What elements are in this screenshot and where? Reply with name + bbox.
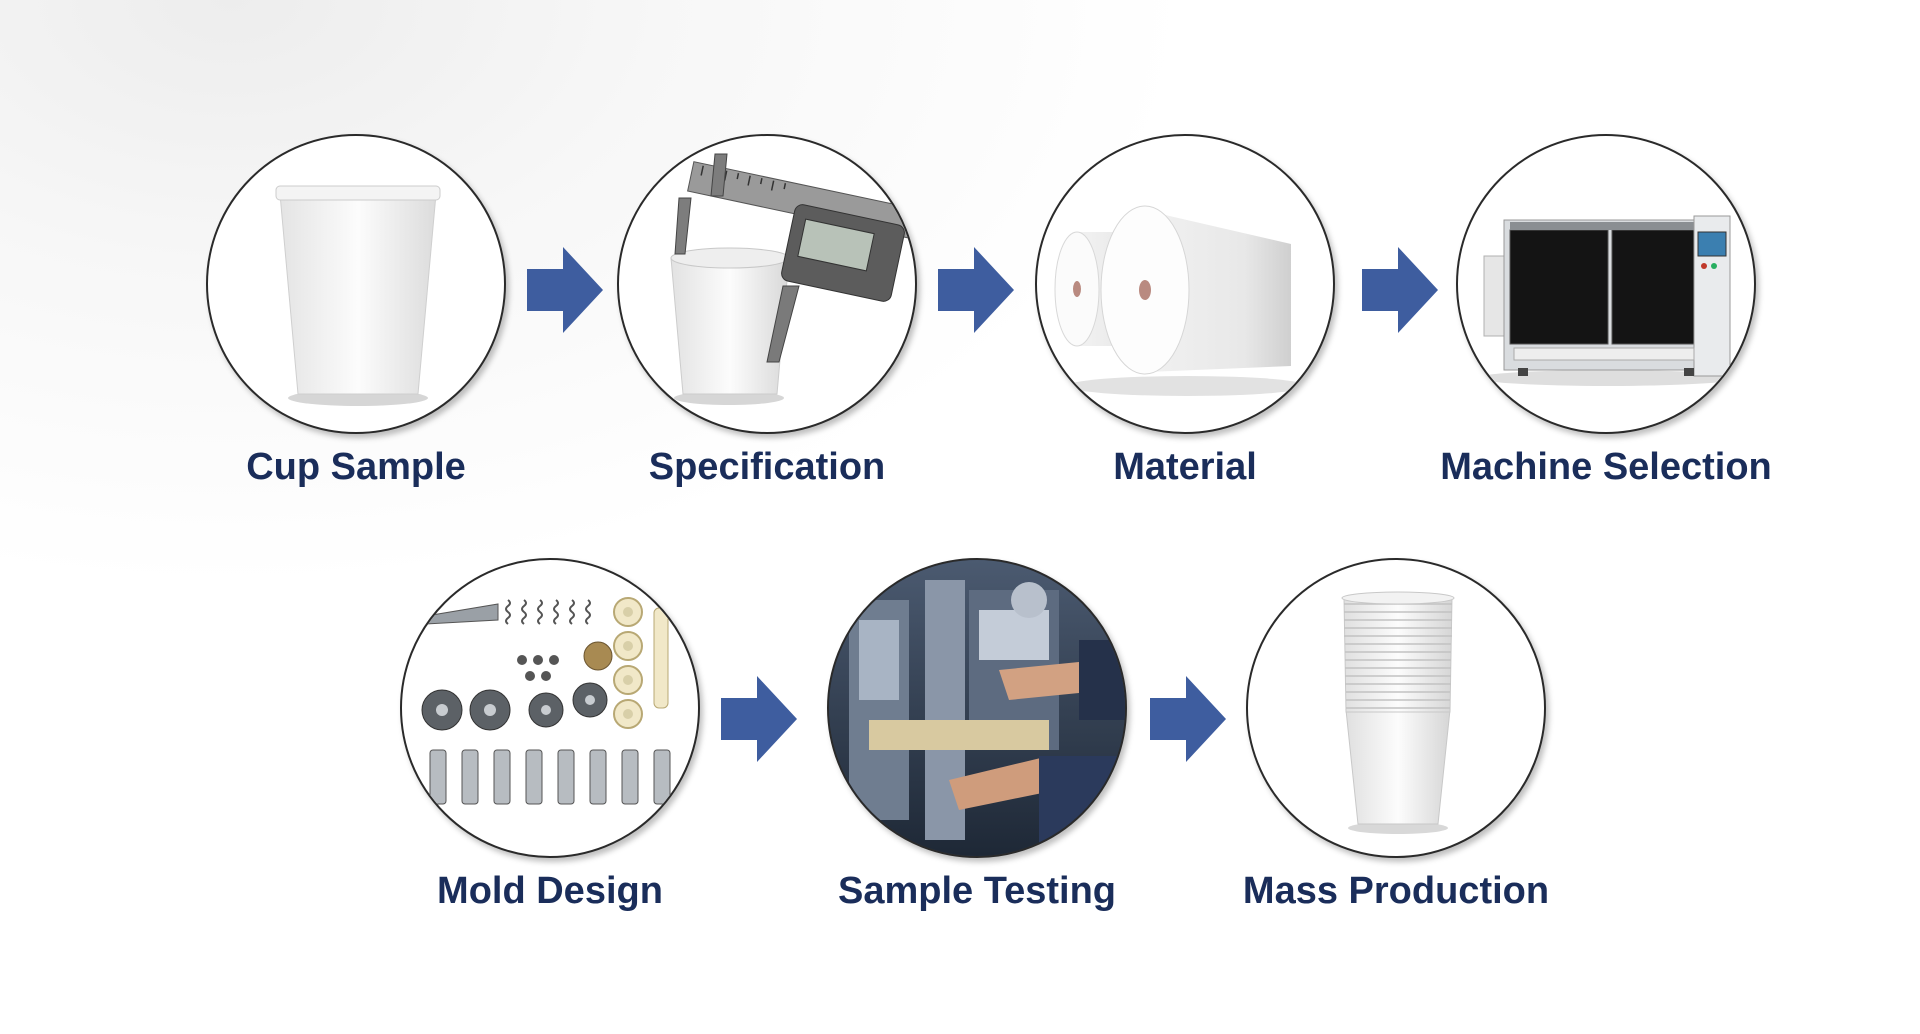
arrow-right-icon xyxy=(938,247,1014,333)
step-mold-design: Mold Design xyxy=(340,558,760,918)
step-label: Sample Testing xyxy=(837,870,1117,912)
step-image-circle xyxy=(1035,134,1335,434)
step-label: Machine Selection xyxy=(1440,446,1772,488)
arrow-right-icon xyxy=(1362,247,1438,333)
caliper-icon xyxy=(670,153,915,405)
step-label: Material xyxy=(1113,446,1257,488)
mold-parts-icon xyxy=(421,597,671,805)
step-mass-production: Mass Production xyxy=(1186,558,1606,918)
step-image-circle xyxy=(617,134,917,434)
step-image-circle xyxy=(827,558,1127,858)
step-image-circle xyxy=(400,558,700,858)
step-sample-testing: Sample Testing xyxy=(767,558,1187,918)
paper-cup-icon xyxy=(275,185,441,406)
step-label: Specification xyxy=(648,446,886,488)
step-material: Material xyxy=(975,134,1395,494)
testing-photo-icon xyxy=(829,560,1125,856)
cup-machine-icon xyxy=(1478,215,1738,386)
step-image-circle xyxy=(1246,558,1546,858)
arrow-right-icon xyxy=(721,676,797,762)
arrow-right-icon xyxy=(527,247,603,333)
step-image-circle xyxy=(206,134,506,434)
step-machine-selection: Machine Selection xyxy=(1396,134,1816,494)
step-label: Mold Design xyxy=(437,870,663,912)
step-cup-sample: Cup Sample xyxy=(146,134,566,494)
cup-stack-icon xyxy=(1341,591,1455,834)
arrow-right-icon xyxy=(1150,676,1226,762)
step-label: Cup Sample xyxy=(246,446,466,488)
step-image-circle xyxy=(1456,134,1756,434)
paper-roll-icon xyxy=(1054,205,1307,396)
step-label: Mass Production xyxy=(1242,870,1550,912)
step-specification: Specification xyxy=(557,134,977,494)
